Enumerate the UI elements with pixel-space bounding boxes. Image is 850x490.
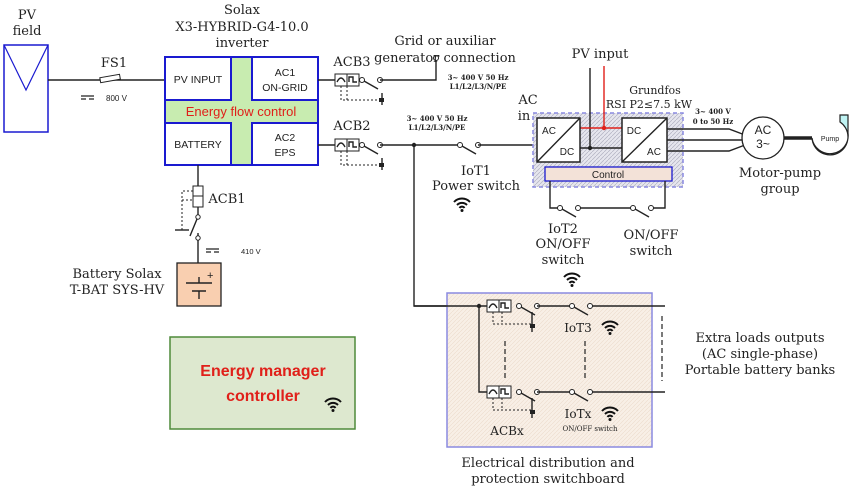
onoff-switch-label: ON/OFF switch [563, 425, 618, 433]
control-block [544, 166, 673, 182]
vfd-output-spec-2: 0 to 50 Hz [693, 117, 733, 126]
acbx-label: ACBx [489, 424, 524, 438]
motor-pump-label-2: group [760, 182, 799, 197]
iot2-sublabel-2: switch [542, 253, 585, 268]
iot1-power-switch[interactable]: IoT1 Power switch [432, 141, 537, 213]
vfd-brand: Grundfos [629, 84, 681, 97]
acb3-label: ACB3 [332, 55, 370, 70]
acb2-label: ACB2 [332, 119, 370, 134]
loads-label-3: Portable battery banks [685, 363, 835, 378]
loads-label-2: (AC single-phase) [702, 347, 818, 362]
grid-spec: 3~ 400 V 50 Hz [448, 73, 509, 82]
vfd-output-spec: 3~ 400 V [695, 107, 731, 116]
grid-spec-2: L1/L2/L3/N/PE [450, 82, 507, 91]
iot3-label: IoT3 [564, 321, 592, 335]
acb2-breaker: ACB2 3~ 400 V 50 Hz L1/L2/L3/N/PE [318, 114, 467, 170]
ac1-label: AC1 [275, 67, 296, 79]
onoff-label: ON/OFF [623, 228, 678, 243]
battery-voltage: 410 V [241, 247, 261, 256]
pv-field-label: PV [18, 8, 37, 23]
switchboard-title: Electrical distribution and [461, 456, 634, 471]
acb1-battery: ACB1 410 V + Battery Solax T-BAT SYS-HV [70, 165, 261, 307]
ac-in-label: AC [517, 93, 537, 108]
inverter-title: Solax [224, 3, 261, 18]
acb1-label: ACB1 [207, 192, 245, 207]
acb3-breaker: ACB3 Grid or auxiliar generator connecti… [318, 34, 517, 105]
pv-input-block [164, 56, 232, 101]
grundfos-vfd: AC in PV input Grundfos RSI P2≤7.5 kW AC… [517, 47, 746, 188]
iotx-label: IoTx [565, 407, 592, 421]
eps-spec-2: L1/L2/L3/N/PE [409, 123, 466, 132]
battery-label: Battery Solax [72, 267, 162, 282]
loads-label: Extra loads outputs [695, 331, 824, 346]
fuse-label: FS1 [101, 56, 127, 71]
control-label: Control [592, 170, 624, 181]
ac1-sublabel: ON-GRID [262, 82, 308, 94]
inverter: Solax X3-HYBRID-G4-10.0 inverter PV INPU… [164, 3, 319, 166]
pv-input-label: PV INPUT [174, 74, 223, 86]
motor-label: AC [755, 123, 772, 137]
ac1-block [251, 56, 319, 101]
pump-label: Pump [821, 136, 839, 143]
inverter-model: X3-HYBRID-G4-10.0 [175, 20, 308, 35]
iot1-label: IoT1 [461, 164, 491, 179]
distribution-switchboard: IoT3 IoTx ACBx ON/OFF switch Electrical … [414, 292, 835, 487]
battery-block-label: BATTERY [174, 139, 221, 151]
controller-label: Energy manager [200, 363, 325, 380]
vfd-model: RSI P2≤7.5 kW [606, 98, 693, 111]
vfd-pv-input-label: PV input [572, 47, 629, 62]
svg-text:+: + [207, 270, 213, 282]
onoff-label-2: switch [630, 244, 673, 259]
acdc-out: DC [560, 147, 574, 158]
battery-block [164, 122, 232, 166]
battery-icon [176, 262, 222, 307]
iot1-sublabel: Power switch [432, 179, 521, 194]
iot2-switches[interactable]: IoT2 ON/OFF switch ON/OFF switch [535, 181, 679, 288]
motor-pump-group: AC 3~ Pump Motor-pump group [739, 114, 849, 197]
controller-label-2: controller [226, 388, 300, 405]
ac2-sublabel: EPS [274, 147, 295, 159]
fuse-fs1: FS1 800 V [81, 56, 128, 103]
wifi-icon [563, 272, 581, 288]
fuse-voltage: 800 V [106, 94, 128, 103]
pump-icon [811, 114, 849, 156]
ac2-label: AC2 [275, 132, 296, 144]
switchboard-title-2: protection switchboard [471, 472, 625, 487]
iot2-sublabel: ON/OFF [535, 237, 590, 252]
dcac-out: AC [647, 147, 661, 158]
motor-sublabel: 3~ [756, 137, 770, 151]
dc-icon [81, 95, 94, 100]
inverter-subtitle: inverter [216, 36, 270, 51]
pv-field: PV field [3, 8, 49, 133]
fuse-icon [99, 73, 121, 84]
battery-model: T-BAT SYS-HV [70, 283, 165, 298]
energy-flow-label: Energy flow control [186, 104, 297, 119]
iot2-label: IoT2 [548, 222, 578, 237]
ac-in-label-2: in [518, 109, 531, 124]
eps-spec: 3~ 400 V 50 Hz [407, 114, 468, 123]
pv-field-label-2: field [13, 24, 42, 39]
dcac-in: DC [627, 126, 641, 137]
grid-label: Grid or auxiliar [394, 34, 496, 49]
motor-pump-label: Motor-pump [739, 166, 821, 181]
grid-label-2: generator connection [374, 51, 516, 66]
wifi-icon [453, 197, 471, 213]
energy-manager-controller[interactable]: Energy manager controller [169, 336, 356, 430]
ac2-block [251, 122, 319, 166]
acdc-in: AC [542, 126, 556, 137]
